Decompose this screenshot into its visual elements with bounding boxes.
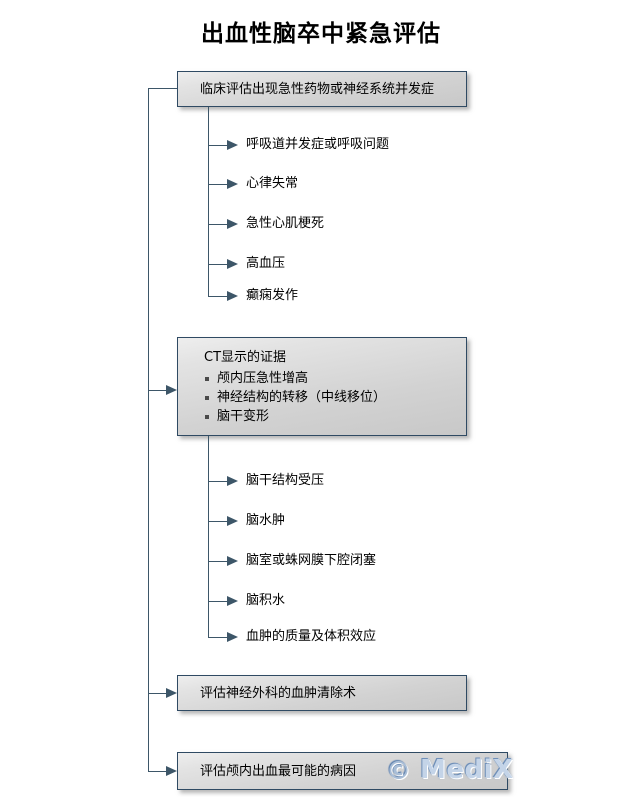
arrow-spine-to-step3 — [166, 688, 177, 698]
connector-branch-2-3 — [208, 561, 229, 562]
list-item: 神经结构的转移（中线移位） — [204, 388, 466, 407]
arrow-branch-1-4 — [227, 259, 238, 269]
step-clinical-assessment-label: 临床评估出现急性药物或神经系统并发症 — [200, 81, 435, 97]
connector-branch-2-5 — [208, 637, 229, 638]
step-ct-evidence-list: 颅内压急性增高 神经结构的转移（中线移位） 脑干变形 — [204, 369, 466, 426]
connector-spine-to-step3 — [148, 693, 168, 694]
step-etiology-label: 评估颅内出血最可能的病因 — [200, 763, 357, 779]
branch-label-2-5: 血肿的质量及体积效应 — [246, 629, 377, 644]
arrow-branch-1-3 — [227, 219, 238, 229]
connector-spine-to-step2 — [148, 390, 168, 391]
branch-label-1-5: 癫痫发作 — [246, 288, 299, 303]
arrow-branch-1-1 — [227, 140, 238, 150]
arrow-branch-2-3 — [227, 556, 238, 566]
branch-label-2-3: 脑室或蛛网膜下腔闭塞 — [246, 553, 377, 568]
step-neurosurgery-label: 评估神经外科的血肿清除术 — [200, 685, 357, 701]
arrow-branch-2-2 — [227, 516, 238, 526]
connector-branch-2-4 — [208, 601, 229, 602]
connector-branch-2-2 — [208, 521, 229, 522]
connector-spine-to-step4 — [148, 771, 168, 772]
branch-label-1-2: 心律失常 — [246, 176, 299, 191]
arrow-branch-1-2 — [227, 179, 238, 189]
step-ct-evidence-box[interactable]: CT显示的证据 颅内压急性增高 神经结构的转移（中线移位） 脑干变形 — [177, 337, 467, 436]
branch-label-1-1: 呼吸道并发症或呼吸问题 — [246, 137, 390, 152]
arrow-branch-1-5 — [227, 291, 238, 301]
connector-branch-1-4 — [208, 264, 229, 265]
branch-label-2-1: 脑干结构受压 — [246, 473, 325, 488]
step-neurosurgery-box[interactable]: 评估神经外科的血肿清除术 — [177, 675, 467, 711]
main-spine — [148, 88, 149, 772]
list-item: 脑干变形 — [204, 407, 466, 426]
connector-branch-1-1 — [208, 145, 229, 146]
branch-label-2-2: 脑水肿 — [246, 513, 286, 528]
list-item: 颅内压急性增高 — [204, 369, 466, 388]
branch-label-2-4: 脑积水 — [246, 593, 286, 608]
branch-label-1-4: 高血压 — [246, 256, 286, 271]
branch-spine-step1 — [208, 107, 209, 296]
page-title: 出血性脑卒中紧急评估 — [201, 20, 441, 47]
connector-branch-1-2 — [208, 184, 229, 185]
connector-branch-1-3 — [208, 224, 229, 225]
step-ct-evidence-heading: CT显示的证据 — [204, 350, 287, 365]
arrow-branch-2-1 — [227, 476, 238, 486]
branch-spine-step2 — [208, 436, 209, 637]
connector-spine-to-step1 — [148, 88, 178, 89]
step-etiology-box[interactable]: 评估颅内出血最可能的病因 — [177, 752, 508, 790]
arrow-spine-to-step2 — [166, 385, 177, 395]
connector-branch-2-1 — [208, 481, 229, 482]
arrow-branch-2-4 — [227, 596, 238, 606]
step-clinical-assessment-box[interactable]: 临床评估出现急性药物或神经系统并发症 — [177, 71, 467, 107]
arrow-branch-2-5 — [227, 632, 238, 642]
branch-label-1-3: 急性心肌梗死 — [246, 216, 325, 231]
arrow-spine-to-step4 — [166, 766, 177, 776]
connector-branch-1-5 — [208, 296, 229, 297]
